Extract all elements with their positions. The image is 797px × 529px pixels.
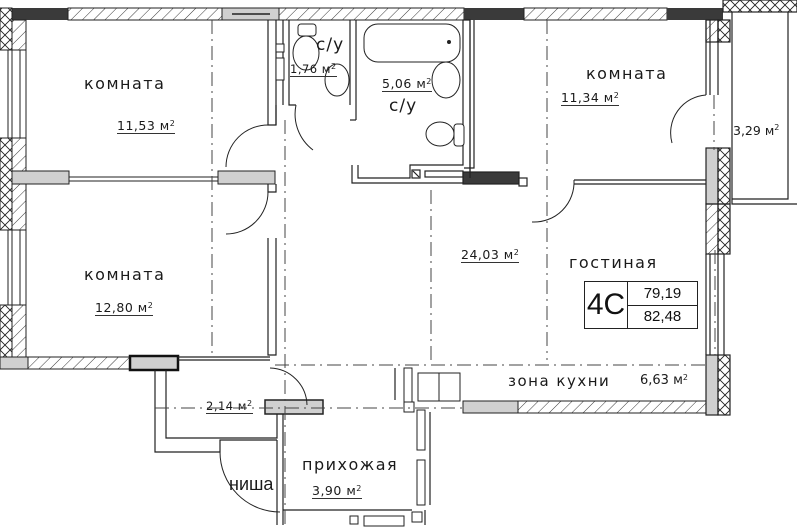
area-unit-sup: 2 — [356, 484, 362, 493]
room-top-right-area: 11,34 м2 — [561, 90, 620, 106]
area-value: 5,06 — [382, 76, 412, 91]
sink-icon — [431, 61, 461, 99]
area-unit: м — [603, 90, 614, 105]
room-bottom-left-area: 12,80 м2 — [95, 300, 154, 316]
wc-small-name: с/у — [316, 35, 345, 55]
area-unit-sup: 2 — [147, 301, 154, 310]
area-value: 24,03 — [461, 247, 500, 262]
kitchen-name: зона кухни — [508, 372, 611, 390]
hallway-name: прихожая — [302, 455, 399, 474]
storage-walls — [154, 368, 431, 525]
area-unit: м — [137, 300, 148, 315]
bathroom-area: 5,06 м2 — [382, 77, 432, 92]
room-top-right-name: комната — [586, 64, 668, 83]
bathroom-name: с/у — [389, 96, 418, 116]
room-top-left-area: 11,53 м2 — [117, 118, 176, 134]
room-bottom-left-name: комната — [84, 265, 166, 284]
area-value: 12,80 — [95, 300, 134, 315]
niche-name: ниша — [229, 474, 274, 494]
living-area-total: 79,19 — [628, 282, 697, 306]
area-unit-sup: 2 — [513, 248, 520, 257]
wc-small-area: 1,76 м2 — [290, 62, 337, 77]
fixtures — [275, 23, 465, 527]
partition-left-rooms — [11, 170, 276, 185]
room-top-left-name: комната — [84, 74, 166, 93]
area-value: 6,63 — [640, 373, 669, 388]
area-value: 3,29 — [733, 123, 761, 138]
exterior-wall-left — [0, 7, 29, 370]
area-unit: м — [159, 118, 170, 133]
wall-bottom-kitchen — [462, 400, 707, 414]
area-unit: м — [321, 62, 331, 76]
balcony-walls — [722, 0, 797, 205]
area-unit-sup: 2 — [169, 119, 176, 128]
area-unit-sup: 2 — [613, 91, 620, 100]
area-unit: м — [237, 399, 247, 413]
storage-area: 2,14 м2 — [206, 399, 253, 414]
area-unit: м — [346, 483, 357, 498]
kitchen-area: 6,63 м2 — [640, 373, 688, 388]
living-name: гостиная — [569, 253, 658, 272]
area-unit-sup: 2 — [774, 123, 780, 132]
area-value: 1,76 — [290, 62, 318, 76]
area-unit: м — [416, 76, 427, 91]
area-unit-sup: 2 — [682, 373, 688, 382]
toilet-icon — [425, 121, 455, 147]
exterior-wall-top — [12, 7, 723, 21]
apartment-type: 4С — [585, 282, 628, 328]
apartment-areas: 79,19 82,48 — [628, 282, 697, 328]
apartment-badge: 4С 79,19 82,48 — [584, 281, 698, 329]
living-walls — [574, 19, 731, 416]
sink-icon — [324, 63, 350, 97]
area-value: 3,90 — [312, 483, 342, 498]
area-unit: м — [673, 373, 683, 388]
wall-bottom-left — [27, 354, 270, 372]
bathroom-walls — [350, 19, 528, 187]
hallway-area: 3,90 м2 — [312, 484, 362, 499]
area-unit: м — [503, 247, 514, 262]
area-unit-sup: 2 — [330, 62, 337, 71]
axis-lines — [155, 20, 716, 529]
living-area: 24,03 м2 — [461, 247, 520, 263]
area-value: 11,34 — [561, 90, 600, 105]
area-value: 2,14 — [206, 399, 234, 413]
area-unit-sup: 2 — [426, 77, 432, 86]
area-value: 11,53 — [117, 118, 156, 133]
bathtub-icon — [363, 23, 461, 63]
area-unit: м — [764, 123, 775, 138]
balcony-area: 3,29 м2 — [733, 123, 779, 138]
door-swings — [219, 94, 707, 513]
area-unit-sup: 2 — [246, 399, 253, 408]
total-area: 82,48 — [643, 308, 682, 326]
